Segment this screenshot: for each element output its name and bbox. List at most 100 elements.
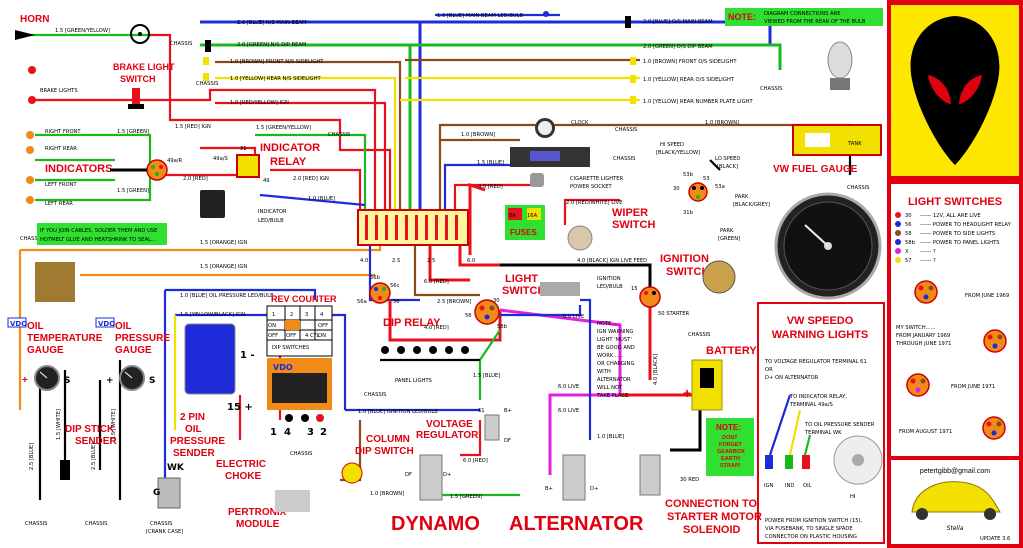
warning-bulb-icons — [765, 455, 810, 469]
voltage-reg-label: VOLTAGE — [426, 419, 473, 430]
wire-label: 1.5 [ORANGE] IGN — [200, 240, 247, 246]
left-front-label: LEFT FRONT — [45, 182, 77, 188]
oil-temp-gauge-icon — [34, 365, 60, 391]
pertronix-label: MODULE — [236, 519, 280, 530]
wire-label: 1.5 [ORANGE] IGN — [200, 264, 247, 270]
park-label: PARK — [735, 194, 749, 200]
ignition-led-label: LED/BULB — [597, 284, 623, 290]
wire-label: 1.5 [GREEN] — [117, 188, 149, 194]
oil-sender-label: SENDER — [173, 448, 215, 459]
legend-from-aug: FROM AUGUST 1971 — [899, 429, 952, 435]
brake-bulb-icon — [28, 66, 36, 104]
starter-label: 50 STARTER — [658, 311, 690, 317]
park-green-label: PARK — [720, 228, 734, 234]
chassis-sub-label: [CRANK CASE] — [146, 529, 183, 535]
alien-logo — [910, 16, 1000, 165]
speedo-ind: IND — [785, 483, 794, 489]
brake-switch-label: SWITCH — [120, 74, 156, 84]
speedo-to-relay: TO INDICATOR RELAY, — [789, 394, 847, 400]
wire-label: 1.0 [YELLOW] REAR O/S SIDELIGHT — [643, 77, 735, 83]
speedo-oil: OIL — [803, 483, 812, 489]
wire-label: 4.0 [BLACK] IGN LIVE FEED — [577, 258, 647, 264]
rev-counter-label: REV COUNTER — [271, 294, 337, 304]
alternator-icon — [562, 454, 586, 501]
terminal-label: D+ — [590, 486, 598, 492]
wire-label: 1.0 [BLUE] — [308, 196, 335, 202]
oil-pressure-sender-icon — [157, 477, 181, 509]
cig-lighter-icon — [530, 173, 544, 187]
starter-label: SOLENOID — [683, 524, 741, 536]
wire-label: 2.0 [GREEN] N/S DIP BEAM — [237, 42, 306, 48]
indicator-bulbs — [26, 131, 34, 204]
earth-note-text: GEARBOX — [717, 449, 745, 455]
starter-solenoid-icon — [639, 454, 661, 496]
pertronix-label: PERTRONIX — [228, 507, 287, 518]
rev-pin: 2 — [320, 427, 327, 438]
top-note-box — [725, 8, 883, 26]
legend-my-switch: FROM JANUARY 1969 — [896, 333, 950, 339]
speedo-to-vr: OR — [765, 367, 773, 373]
legend-code: 57 — [905, 258, 912, 264]
wire-label: 2.0 [GREEN] O/S DIP BEAM — [643, 44, 713, 50]
park-label: [BLACK/GREY] — [733, 202, 770, 208]
rev-table-cell: OFF — [286, 333, 296, 339]
indicators-label: INDICATORS — [45, 163, 112, 175]
dip-stick-label: SENDER — [75, 436, 117, 447]
speedometer-icon — [774, 192, 882, 300]
terminal-label: 31b — [683, 210, 694, 216]
pertronix-module-icon — [275, 490, 310, 512]
speedo-power: POWER FROM IGNITION SWITCH (15), — [765, 518, 863, 524]
oil-press-label: PRESSURE — [115, 333, 170, 344]
dip-relay-icon — [369, 282, 391, 304]
terminal-label: B+ — [545, 486, 553, 492]
oil-sender-label: OIL — [185, 424, 202, 435]
indicator-relay-label: RELAY — [270, 156, 307, 168]
terminal-label: 53b — [683, 172, 694, 178]
indicator-relay-label: INDICATOR — [260, 142, 320, 154]
join-note-text: HOTMELT GLUE AND HEATSHRINK TO SEAL... — [40, 237, 156, 243]
rev-pin: 3 — [307, 427, 314, 438]
wire-label: 2.0 [BLUE] O/S MAIN BEAM — [643, 19, 713, 25]
wire-label: 1.0 [BLUE] — [597, 434, 624, 440]
wire-label: 1.5 [GREEN] — [450, 494, 482, 500]
battery-label: BATTERY — [706, 345, 757, 357]
rev-terminals — [285, 414, 324, 422]
warn-note: NOTE... — [597, 321, 617, 327]
top-note-text: VIEWED FROM THE REAR OF THE BULB — [764, 19, 866, 25]
wire-label: 6.0 LIVE — [558, 384, 579, 390]
dip-switches-label: DIP SWITCHES — [272, 345, 309, 351]
wire-label: 6.0 [RED] — [424, 279, 449, 285]
rev-table-cell: OFF — [318, 323, 328, 329]
credits-email: petertgibb@gmail.com — [920, 468, 990, 475]
speedo-to-oil: TO OIL PRESSURE SENDER — [804, 422, 875, 428]
right-front-label: RIGHT FRONT — [45, 129, 81, 135]
light-switch-label: SWITCH — [502, 285, 545, 297]
legend-text: ------ POWER TO PANEL LIGHTS — [920, 240, 1000, 246]
fuse-16a-icon — [527, 208, 541, 220]
terminal-label: 15 — [631, 286, 638, 292]
chassis-label: CHASSIS — [20, 236, 42, 242]
voltage-regulator-icon — [484, 414, 500, 441]
bus-label: 4.0 — [360, 258, 368, 264]
speedo-to-oil: TERMINAL WK — [804, 430, 842, 436]
rev-table-cell: 2 — [290, 312, 293, 318]
light-switch-legend-box — [891, 184, 1019, 456]
beetle-car-image — [911, 481, 1001, 520]
wire-label: 2.0 [RED/WHITE] LIVE — [566, 200, 622, 206]
chassis-label: CHASSIS — [688, 332, 710, 338]
fuse-8a-icon — [508, 208, 522, 220]
headlight-bulb-icon — [827, 41, 853, 90]
relay-photo-icon — [200, 190, 225, 218]
vdo-text: VDO — [10, 320, 27, 328]
warn-note: WITH — [597, 369, 611, 375]
terminal-label: 30 — [493, 298, 500, 304]
battery-detail-icon — [700, 368, 714, 388]
wiper-switch-label: WIPER — [612, 207, 648, 219]
legend-code: 30 — [905, 213, 912, 219]
wire-label: 1.0 [BROWN] — [370, 491, 404, 497]
ignition-barrel-icon — [567, 225, 593, 251]
wire-label: 1.0 [RED/YELLOW] IGN — [230, 100, 289, 106]
s-terminal: S — [149, 376, 155, 386]
warn-note: IGN WARNING — [597, 329, 633, 335]
